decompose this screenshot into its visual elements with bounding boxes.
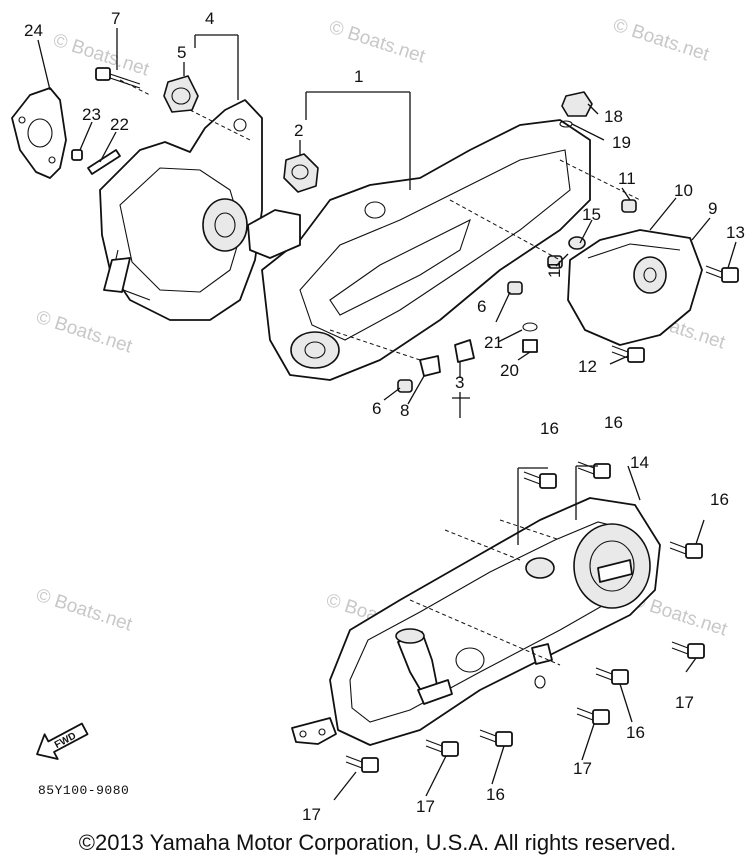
part-22-23-pins	[71, 149, 121, 175]
callout-10: 10	[674, 181, 693, 200]
callout-8: 8	[400, 401, 409, 420]
callout-23: 23	[82, 105, 101, 124]
callout-11b: 11	[545, 260, 564, 278]
watermark: © Boats.net	[33, 585, 135, 636]
copyright-notice: ©2013 Yamaha Motor Corporation, U.S.A. A…	[78, 830, 677, 855]
part-2-bushing	[283, 153, 319, 193]
watermark: © Boats.net	[610, 15, 712, 66]
callout-16c: 16	[710, 490, 729, 509]
callout-3: 3	[455, 373, 464, 392]
callout-16e: 16	[486, 785, 505, 804]
callout-4: 4	[205, 9, 214, 28]
callout-labels: 1 2 3 4 5 6 6 7 8 9 10 11 11 12 13 14 15…	[24, 9, 745, 824]
cover-bracket	[291, 717, 337, 745]
part-14-crankcase-cover	[329, 497, 661, 746]
bolts-12-13	[611, 265, 739, 363]
cover-filler-pipe	[395, 628, 453, 705]
callout-14: 14	[630, 453, 649, 472]
part-5-bushing	[163, 75, 199, 113]
callout-16b: 16	[604, 413, 623, 432]
leader-lines	[37, 28, 737, 801]
callout-6a: 6	[477, 297, 486, 316]
callout-17d: 17	[302, 805, 321, 824]
callout-22: 22	[110, 115, 129, 134]
callout-17b: 17	[573, 759, 592, 778]
callout-18: 18	[604, 107, 623, 126]
part-7-bolt	[95, 67, 141, 89]
callout-5: 5	[177, 43, 186, 62]
callout-12: 12	[578, 357, 597, 376]
callout-21: 21	[484, 333, 503, 352]
fwd-arrow-icon: FWD	[36, 722, 89, 760]
callout-9: 9	[708, 199, 717, 218]
callout-17c: 17	[416, 797, 435, 816]
crankcase-left-half	[99, 99, 263, 321]
fwd-arrow-label: FWD	[53, 731, 78, 751]
part-18-plug	[559, 91, 593, 128]
callout-11a: 11	[618, 169, 636, 188]
watermark: © Boats.net	[326, 17, 428, 68]
callout-1: 1	[354, 67, 363, 86]
callout-16a: 16	[540, 419, 559, 438]
cover-clips	[531, 643, 553, 689]
callout-7: 7	[111, 9, 120, 28]
callout-15: 15	[582, 205, 601, 224]
callout-2: 2	[294, 121, 303, 140]
part-24-gasket	[11, 87, 67, 179]
part-9-cover	[567, 229, 703, 346]
callout-20: 20	[500, 361, 519, 380]
alignment-lines	[119, 79, 641, 666]
watermark: © Boats.net	[33, 307, 135, 358]
callout-13: 13	[726, 223, 745, 242]
crankcase-right-half	[247, 119, 591, 381]
part-code: 85Y100-9080	[38, 783, 130, 798]
small-fittings	[397, 199, 637, 393]
callout-6b: 6	[372, 399, 381, 418]
callout-17a: 17	[675, 693, 694, 712]
callout-24: 24	[24, 21, 43, 40]
callout-16d: 16	[626, 723, 645, 742]
callout-19: 19	[612, 133, 631, 152]
